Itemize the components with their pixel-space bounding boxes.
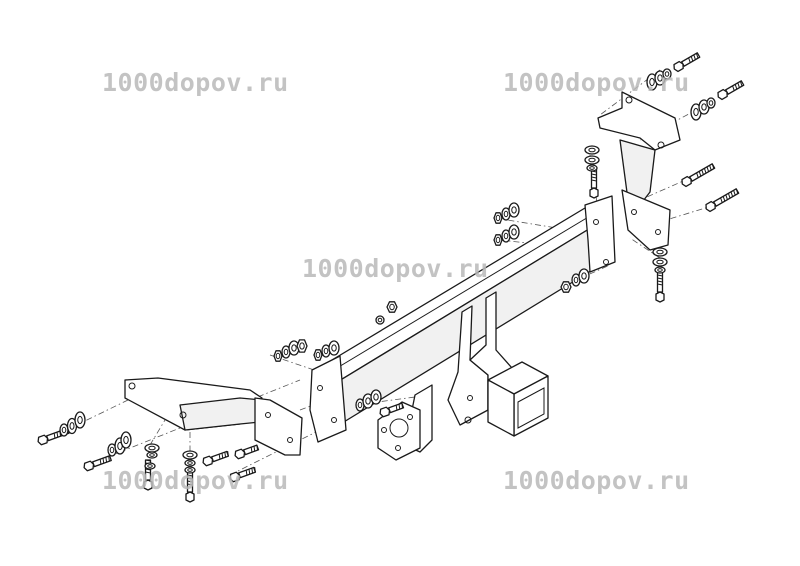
washer [662, 68, 672, 80]
bolt [202, 450, 230, 467]
washer [281, 345, 291, 359]
bolt [234, 444, 260, 460]
washer [584, 145, 600, 155]
receiver-tube [487, 361, 549, 437]
washer [144, 462, 156, 470]
nut [296, 339, 308, 353]
bolt [717, 80, 745, 101]
watermark-top-right: 1000dopov.ru [503, 68, 690, 97]
right-mounting-bracket [597, 91, 681, 251]
bolt [589, 167, 599, 199]
bolt [655, 268, 665, 303]
watermark-bottom-left: 1000dopov.ru [102, 466, 289, 495]
bolt [379, 402, 405, 418]
washer [706, 97, 716, 109]
washer [120, 431, 132, 449]
washer [578, 268, 590, 284]
socket-plate [377, 384, 433, 461]
watermark-top-left: 1000dopov.ru [102, 68, 289, 97]
bolt [681, 163, 716, 188]
bolt [673, 52, 701, 73]
washer [508, 224, 520, 240]
bolt [83, 455, 112, 472]
washer [375, 315, 385, 325]
washer [586, 164, 598, 172]
washer [184, 459, 196, 467]
washer [652, 247, 668, 257]
washer [59, 423, 69, 437]
nut [313, 349, 323, 361]
nut [273, 350, 283, 362]
washer [74, 411, 86, 429]
watermark-bottom-right: 1000dopov.ru [503, 466, 690, 495]
washer [146, 451, 158, 459]
bolt [705, 188, 740, 213]
nut [493, 212, 503, 224]
washer [508, 202, 520, 218]
right-end-plate [584, 195, 616, 273]
washer [652, 257, 668, 267]
left-mounting-bracket [124, 377, 303, 456]
washer [182, 450, 198, 460]
nut [386, 301, 398, 313]
bolt-set [37, 52, 745, 503]
watermark-center: 1000dopov.ru [302, 254, 489, 283]
washer [584, 155, 600, 165]
nut [493, 234, 503, 246]
washer [328, 340, 340, 356]
washer [370, 389, 382, 405]
washer [144, 443, 160, 453]
washer-set [59, 68, 716, 474]
washer [654, 266, 666, 274]
washer [184, 466, 196, 474]
bolt [229, 466, 257, 483]
nut [560, 281, 572, 293]
left-end-plate [309, 355, 347, 443]
